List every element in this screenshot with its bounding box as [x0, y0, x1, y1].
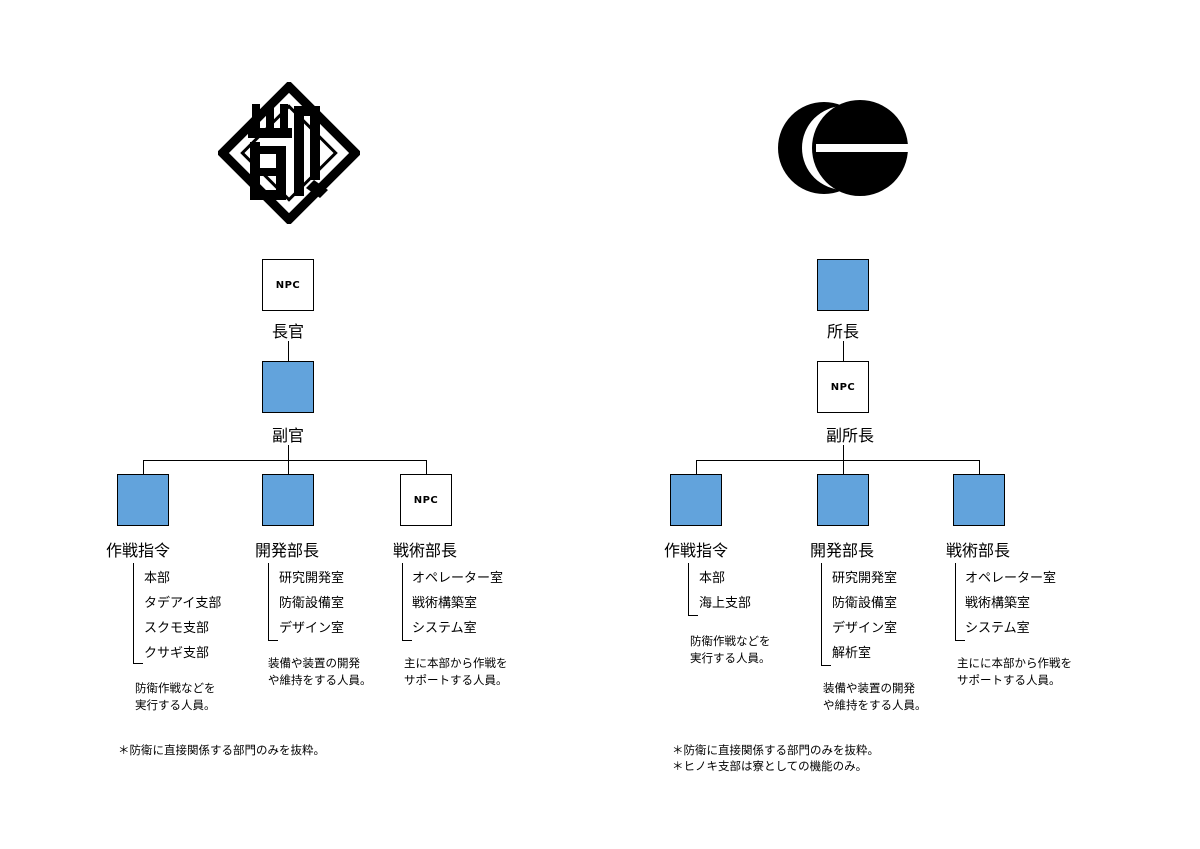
left-dept-tac-title: 戦術部長: [393, 541, 458, 560]
right-dev-item: 研究開発室: [832, 571, 898, 586]
bracket-line: [268, 640, 278, 641]
connector: [288, 445, 289, 460]
left-chief-box: NPC: [262, 259, 314, 311]
right-dept-dev-title: 開発部長: [810, 541, 875, 560]
right-tac-item: 戦術構築室: [965, 596, 1031, 611]
right-dept-tac-title: 戦術部長: [946, 541, 1011, 560]
bracket-line: [133, 663, 143, 664]
bracket-line: [821, 563, 822, 665]
bracket-line: [402, 640, 412, 641]
right-dept-dev-box: [817, 474, 869, 526]
right-dept-tac-box: [953, 474, 1005, 526]
bracket-line: [133, 563, 134, 663]
connector: [979, 460, 980, 474]
right-ops-item: 本部: [699, 571, 726, 586]
bracket-line: [955, 640, 965, 641]
bracket-line: [268, 563, 269, 640]
left-tac-desc: 主に本部から作戦をサポートする人員。: [404, 656, 508, 687]
circle-emblem-icon: [778, 100, 912, 196]
left-tac-item: 戦術構築室: [412, 596, 478, 611]
left-dept-ops-title: 作戦指令: [106, 541, 171, 560]
left-dev-item: デザイン室: [279, 621, 345, 636]
right-dev-item: 解析室: [832, 646, 872, 661]
bracket-line: [688, 563, 689, 615]
right-dept-ops-box: [670, 474, 722, 526]
left-ops-item: スクモ支部: [144, 621, 210, 636]
right-dev-desc: 装備や装置の開発や維持をする人員。: [823, 681, 927, 712]
connector: [426, 460, 427, 474]
right-ops-desc: 防衛作戦などを実行する人員。: [690, 634, 771, 665]
right-vice-title: 副所長: [825, 426, 875, 445]
connector: [843, 460, 844, 474]
connector: [143, 460, 144, 474]
connector: [696, 460, 697, 474]
connector: [288, 341, 289, 361]
left-chief-title: 長官: [271, 322, 305, 341]
right-dev-item: 防衛設備室: [832, 596, 898, 611]
right-ops-item: 海上支部: [699, 596, 752, 611]
connector: [696, 460, 980, 461]
left-dev-item: 研究開発室: [279, 571, 345, 586]
left-dept-tac-box: NPC: [400, 474, 452, 526]
right-tac-item: オペレーター室: [965, 571, 1057, 586]
connector: [288, 460, 289, 474]
bracket-line: [821, 665, 831, 666]
left-tac-item: システム室: [412, 621, 477, 636]
right-dept-ops-title: 作戦指令: [664, 541, 729, 560]
left-deputy-title: 副官: [271, 426, 305, 445]
connector: [843, 341, 844, 361]
right-director-title: 所長: [826, 322, 860, 341]
left-ops-item: クサギ支部: [144, 646, 210, 661]
left-dept-dev-box: [262, 474, 314, 526]
left-ops-desc: 防衛作戦などを実行する人員。: [135, 681, 216, 712]
right-director-box: [817, 259, 869, 311]
right-dev-item: デザイン室: [832, 621, 898, 636]
left-tac-item: オペレーター室: [412, 571, 504, 586]
left-ops-item: 本部: [144, 571, 171, 586]
left-deputy-box: [262, 361, 314, 413]
left-dept-ops-box: [117, 474, 169, 526]
bracket-line: [402, 563, 403, 640]
bracket-line: [955, 563, 956, 640]
right-footnotes: ＊防衛に直接関係する部門のみを抜粋。 ＊ヒノキ支部は寮としての機能のみ。: [672, 743, 879, 773]
right-tac-item: システム室: [965, 621, 1030, 636]
connector: [843, 445, 844, 460]
bracket-line: [688, 615, 698, 616]
left-dev-item: 防衛設備室: [279, 596, 345, 611]
right-vice-box: NPC: [817, 361, 869, 413]
left-dept-dev-title: 開発部長: [255, 541, 320, 560]
right-tac-desc: 主にに本部から作戦をサポートする人員。: [957, 656, 1072, 687]
connector: [143, 460, 427, 461]
left-dev-desc: 装備や装置の開発や維持をする人員。: [268, 656, 372, 687]
diamond-emblem-icon: [218, 82, 360, 224]
left-footnote: ＊防衛に直接関係する部門のみを抜粋。: [118, 743, 325, 757]
left-ops-item: タデアイ支部: [144, 596, 222, 611]
